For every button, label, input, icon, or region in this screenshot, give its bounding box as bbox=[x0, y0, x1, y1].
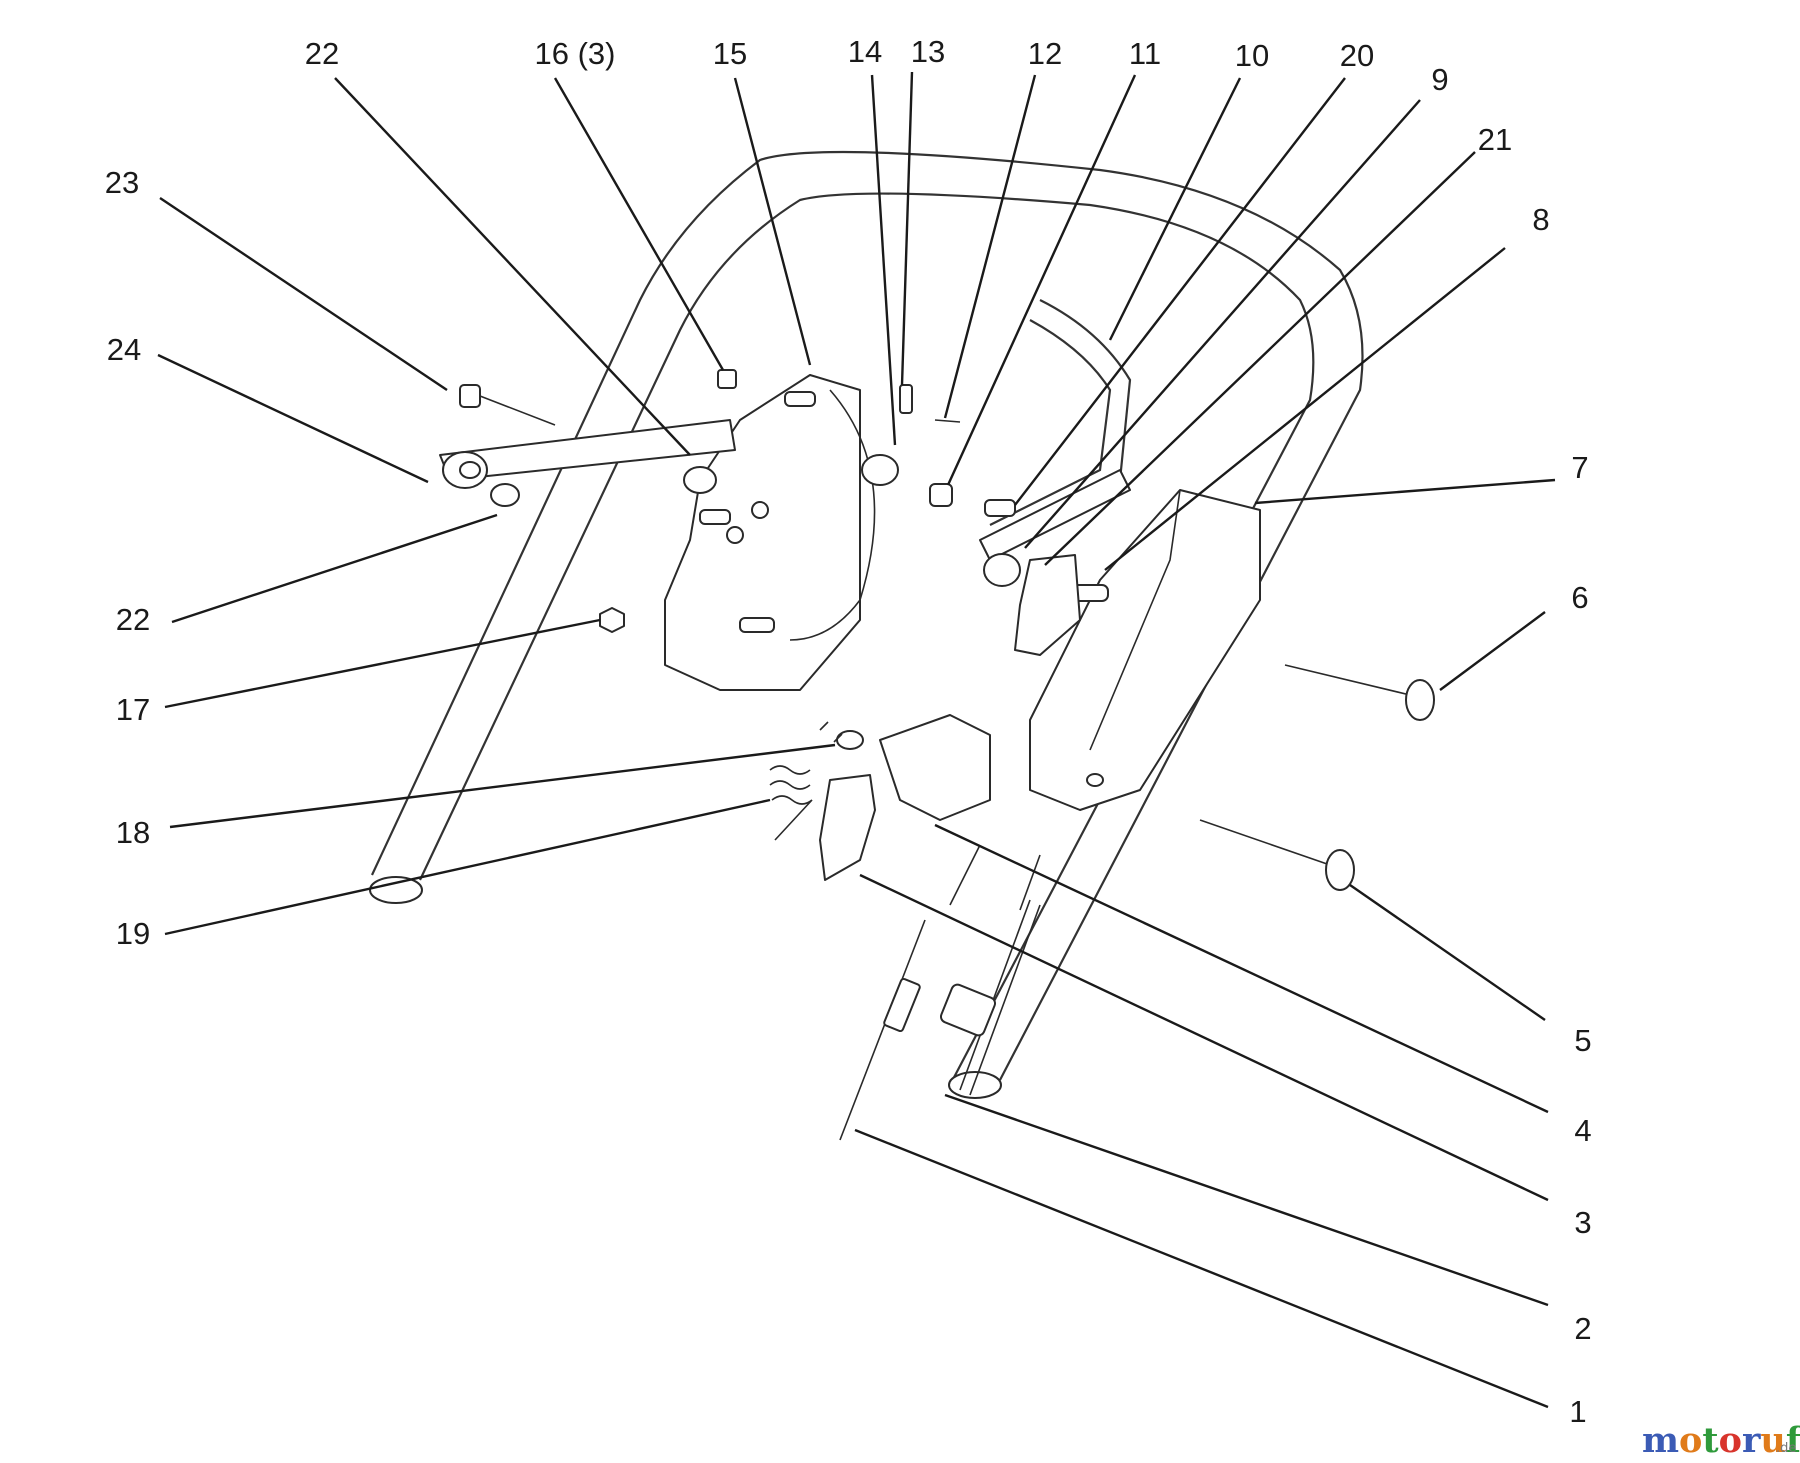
leader-22-left bbox=[171, 513, 498, 624]
watermark-letter: m bbox=[1642, 1420, 1679, 1461]
watermark-letter: t bbox=[1702, 1420, 1718, 1461]
leader-23 bbox=[159, 197, 448, 391]
leader-19 bbox=[164, 798, 771, 936]
callout-14: 14 bbox=[848, 34, 882, 69]
callout-22-top: 22 bbox=[305, 36, 339, 71]
callout-16: 16 (3) bbox=[535, 36, 616, 71]
leader-18 bbox=[169, 743, 836, 829]
watermark-letter: u bbox=[1760, 1420, 1785, 1461]
svg-text:motoruf: motoruf bbox=[1642, 1420, 1800, 1461]
callout-11: 11 bbox=[1129, 36, 1161, 71]
leader-12 bbox=[943, 74, 1037, 419]
callout-13: 13 bbox=[911, 34, 945, 69]
callout-6: 6 bbox=[1571, 580, 1588, 615]
callout-22-left: 22 bbox=[116, 602, 150, 637]
callout-3: 3 bbox=[1574, 1205, 1591, 1240]
callout-19: 19 bbox=[116, 916, 150, 951]
callout-23: 23 bbox=[105, 165, 139, 200]
leader-21 bbox=[1044, 151, 1476, 566]
leader-15 bbox=[733, 77, 812, 366]
leader-22-top bbox=[334, 77, 691, 456]
leader-9 bbox=[1024, 99, 1421, 549]
callout-1: 1 bbox=[1569, 1394, 1586, 1429]
leader-16 bbox=[553, 77, 725, 371]
leader-4 bbox=[934, 823, 1549, 1114]
handle-tube bbox=[369, 150, 1364, 1099]
callout-15: 15 bbox=[713, 36, 747, 71]
watermark-letter: o bbox=[1719, 1420, 1742, 1461]
leader-17 bbox=[164, 618, 601, 709]
watermark-letter: f bbox=[1786, 1420, 1800, 1461]
watermark-suffix: .de bbox=[1776, 1441, 1796, 1456]
leader-6 bbox=[1439, 611, 1546, 691]
leader-5 bbox=[1349, 884, 1546, 1021]
callout-8: 8 bbox=[1532, 202, 1549, 237]
control-bail bbox=[989, 299, 1132, 541]
leader-24 bbox=[157, 353, 429, 484]
leader-lines bbox=[157, 71, 1556, 1409]
leader-13 bbox=[900, 71, 914, 386]
leader-8 bbox=[1104, 247, 1506, 571]
callout-12: 12 bbox=[1028, 36, 1062, 71]
leader-10 bbox=[1108, 77, 1242, 341]
callout-2: 2 bbox=[1574, 1311, 1591, 1346]
leader-7 bbox=[1254, 478, 1556, 505]
callout-5: 5 bbox=[1574, 1023, 1591, 1058]
leader-1 bbox=[854, 1128, 1549, 1409]
leader-20 bbox=[1014, 77, 1346, 506]
leader-3 bbox=[859, 873, 1549, 1202]
callout-17: 17 bbox=[116, 692, 150, 727]
callout-20: 20 bbox=[1340, 38, 1374, 73]
callout-9: 9 bbox=[1431, 62, 1448, 97]
callout-24: 24 bbox=[107, 332, 141, 367]
callout-18: 18 bbox=[116, 815, 150, 850]
callout-labels: 22 16 (3) 15 14 13 12 11 10 20 9 21 8 23… bbox=[105, 34, 1592, 1429]
callout-4: 4 bbox=[1574, 1113, 1591, 1148]
callout-10: 10 bbox=[1235, 38, 1269, 73]
leader-14 bbox=[870, 74, 897, 446]
leader-2 bbox=[944, 1093, 1549, 1307]
leader-11 bbox=[946, 74, 1137, 486]
watermark-letter: r bbox=[1742, 1420, 1761, 1461]
left-control-housing bbox=[664, 374, 876, 691]
hardware-pieces bbox=[442, 369, 1435, 1141]
callout-7: 7 bbox=[1571, 450, 1588, 485]
watermark-logo: motoruf .de bbox=[1642, 1420, 1800, 1461]
watermark-letter: o bbox=[1679, 1420, 1702, 1461]
callout-21: 21 bbox=[1478, 122, 1512, 157]
right-control-housing bbox=[1029, 489, 1261, 811]
